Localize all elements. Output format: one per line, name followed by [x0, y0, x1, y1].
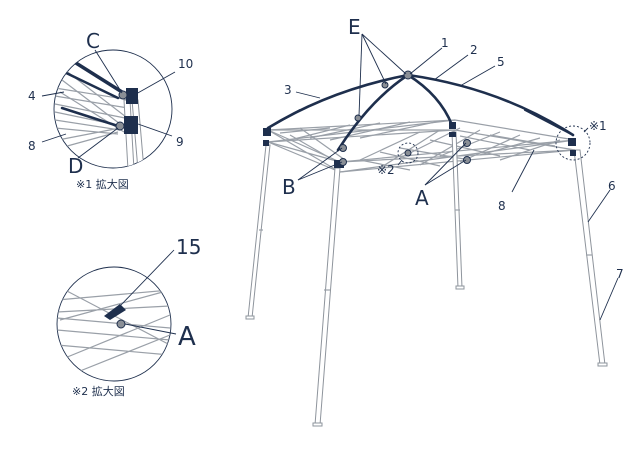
corner-bracket-left — [263, 128, 271, 136]
connector-center — [404, 149, 412, 157]
label-b: B — [282, 175, 296, 199]
part-7: 7 — [616, 267, 624, 281]
connector-a1 — [463, 139, 471, 147]
label-e: E — [348, 15, 361, 39]
main-leaders — [295, 33, 619, 321]
callout-circle-2 — [397, 142, 419, 164]
part-8-detail: 8 — [28, 139, 36, 153]
connector-b2 — [339, 158, 347, 166]
corner-bracket-front — [334, 160, 344, 168]
marker-1: ※1 — [589, 119, 607, 133]
caption-detail-1: ※1 拡大図 — [76, 177, 129, 191]
canopy-ribs — [266, 73, 575, 152]
legs — [245, 131, 608, 427]
detail-2: 15 A ※2 拡大図 — [56, 235, 201, 398]
marker-2: ※2 — [377, 163, 395, 177]
caption-detail-2: ※2 拡大図 — [72, 384, 125, 398]
detail-2-circle — [56, 266, 172, 382]
part-8: 8 — [498, 199, 506, 213]
connector-dots — [339, 70, 471, 166]
rib-front — [336, 73, 410, 152]
part-5: 5 — [497, 55, 505, 69]
crown-hub — [403, 70, 413, 80]
part-1: 1 — [441, 36, 449, 50]
main-labels: E 1 2 3 5 ※1 ※2 B A 8 6 7 — [282, 15, 624, 281]
connector-a2 — [463, 156, 471, 164]
connector-e2 — [354, 114, 362, 122]
label-c: C — [86, 29, 100, 53]
corner-bracket-back — [449, 122, 456, 129]
main-frame — [245, 70, 608, 427]
corner-brackets — [263, 122, 576, 168]
part-9: 9 — [176, 135, 184, 149]
callout-circle-1 — [555, 125, 591, 161]
connector-b1 — [339, 144, 347, 152]
detail-1: C 10 4 8 9 D ※1 拡大図 — [28, 29, 193, 191]
scissor-truss — [267, 119, 576, 173]
label-a-detail: A — [178, 322, 196, 352]
part-10: 10 — [178, 57, 193, 71]
part-2: 2 — [470, 43, 478, 57]
detail-1-circle — [53, 49, 173, 169]
label-d: D — [68, 154, 83, 178]
rib-right — [406, 73, 575, 137]
rib-back — [406, 73, 454, 127]
part-15: 15 — [176, 235, 201, 259]
part-6: 6 — [608, 179, 616, 193]
corner-bracket-right — [568, 138, 576, 146]
label-a: A — [415, 186, 429, 210]
part-4: 4 — [28, 89, 36, 103]
part-3: 3 — [284, 83, 292, 97]
